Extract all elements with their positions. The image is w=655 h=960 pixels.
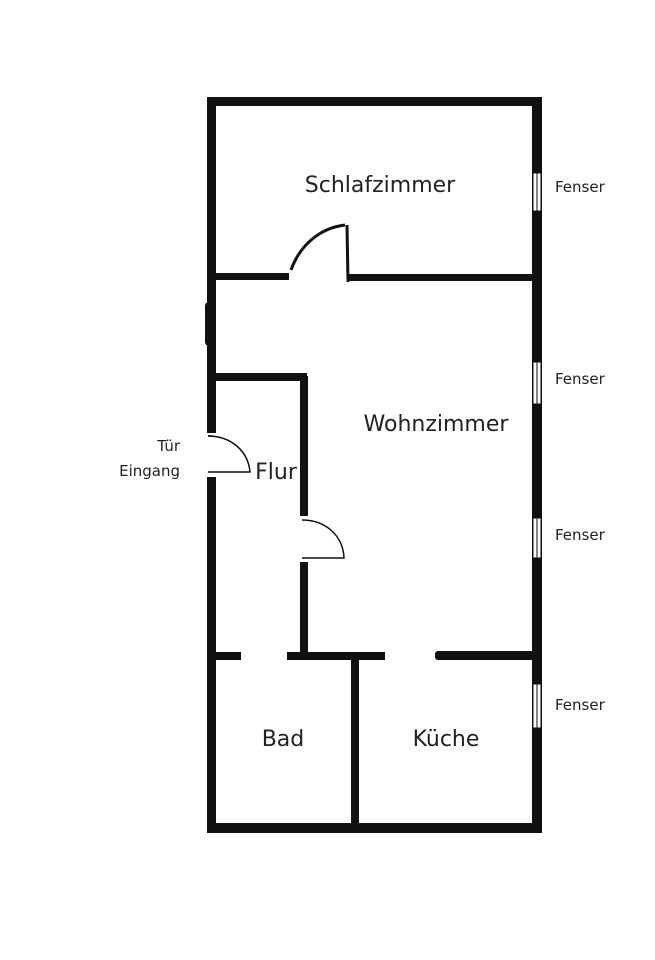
entrance-label-line2: Eingang [119, 462, 180, 480]
room-label-kueche: Küche [413, 727, 480, 752]
room-label-bad: Bad [262, 727, 305, 752]
outer-wall-top [207, 97, 542, 106]
bedroom-wall-right [348, 274, 536, 281]
bedroom-wall-left [212, 273, 289, 280]
windows [532, 172, 542, 729]
outer-wall-left-lower [207, 477, 216, 833]
outer-wall-right [532, 97, 542, 833]
room-label-schlafzimmer: Schlafzimmer [305, 173, 456, 198]
hallway-wall-top [212, 373, 307, 381]
bath-kitchen-divider [351, 656, 359, 828]
window-label: Fenser [555, 526, 606, 544]
bath-wall-mid [287, 652, 385, 660]
hallway-wall-upper [300, 376, 308, 516]
window-label: Fenser [555, 178, 606, 196]
window-label: Fenser [555, 370, 606, 388]
kitchen-wall-top [435, 651, 535, 660]
outer-wall-left-upper [207, 97, 216, 433]
bedroom-door[interactable] [289, 223, 350, 283]
hallway-wall-lower [300, 562, 308, 658]
doors [207, 223, 350, 559]
room-label-wohnzimmer: Wohnzimmer [364, 412, 510, 437]
entrance-label-line1: Tür [156, 437, 181, 455]
walls [205, 97, 542, 833]
entrance-door[interactable] [207, 435, 251, 473]
wall-bulge [205, 302, 216, 346]
living-room-door[interactable] [301, 519, 345, 559]
bath-wall-left [212, 652, 241, 660]
window-label: Fenser [555, 696, 606, 714]
room-label-flur: Flur [255, 460, 298, 485]
outer-wall-bottom [207, 823, 542, 833]
